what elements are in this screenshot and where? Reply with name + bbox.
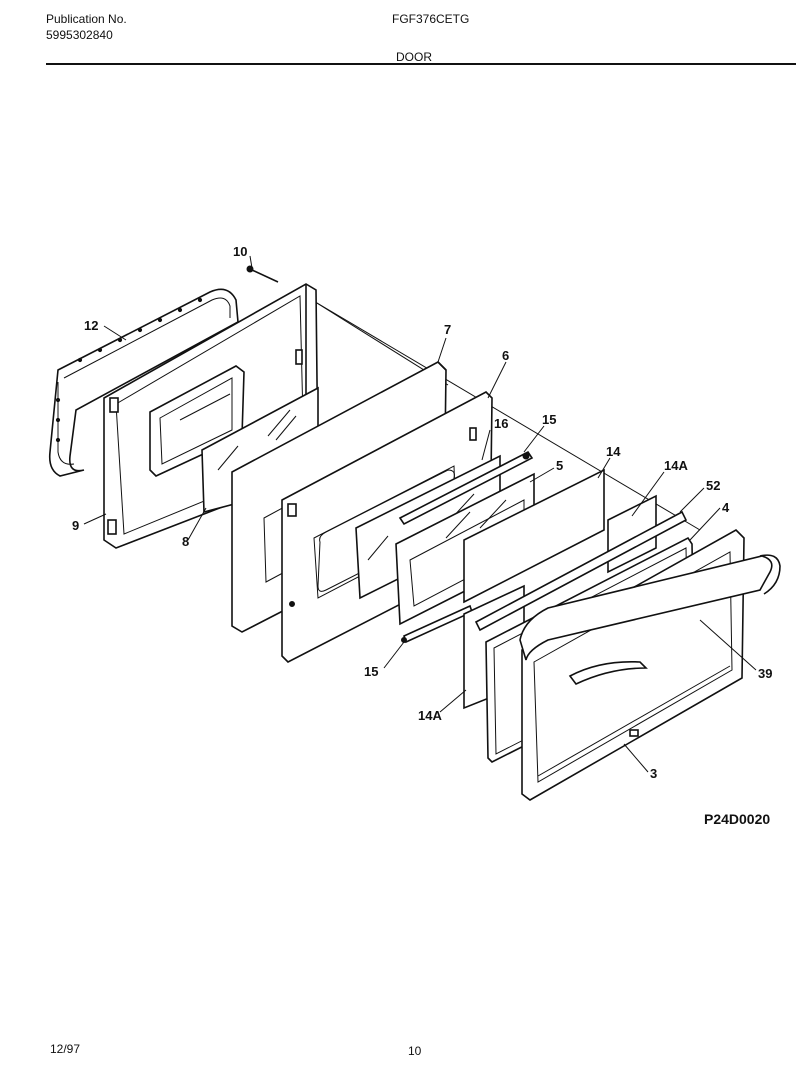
callout-6: 6	[502, 348, 509, 363]
callout-15-top: 15	[542, 412, 556, 427]
header-rule	[46, 63, 796, 65]
callout-16: 16	[494, 416, 508, 431]
callout-5: 5	[556, 458, 563, 473]
part-39-handle	[519, 554, 781, 686]
figure-code: P24D0020	[704, 811, 771, 827]
callout-7: 7	[444, 322, 451, 337]
callout-9: 9	[72, 518, 79, 533]
callout-12: 12	[84, 318, 98, 333]
callout-15-bottom: 15	[364, 664, 378, 679]
callout-14: 14	[606, 444, 621, 459]
section-title: DOOR	[396, 50, 432, 64]
part-14-glass-frame	[463, 468, 605, 604]
page-number: 10	[408, 1044, 422, 1058]
callout-39: 39	[758, 666, 772, 681]
publication-label: Publication No.	[46, 12, 127, 26]
callout-14a-top: 14A	[664, 458, 688, 473]
leader-lines	[83, 255, 757, 773]
part-52-trim	[474, 510, 688, 632]
footer-date: 12/97	[50, 1042, 81, 1056]
callout-10: 10	[233, 244, 247, 259]
part-12-gasket	[48, 288, 239, 477]
callout-52: 52	[706, 478, 720, 493]
model-number: FGF376CETG	[392, 12, 470, 26]
callout-4: 4	[722, 500, 730, 515]
publication-number: 5995302840	[46, 28, 113, 42]
callout-8: 8	[182, 534, 189, 549]
callout-3: 3	[650, 766, 657, 781]
callout-14a-bottom: 14A	[418, 708, 442, 723]
callout-labels: 10 12 7 6 16 15 5 14 14A 52 4 9 8 15 39 …	[72, 244, 772, 781]
part-15-spacer-top	[398, 450, 534, 526]
